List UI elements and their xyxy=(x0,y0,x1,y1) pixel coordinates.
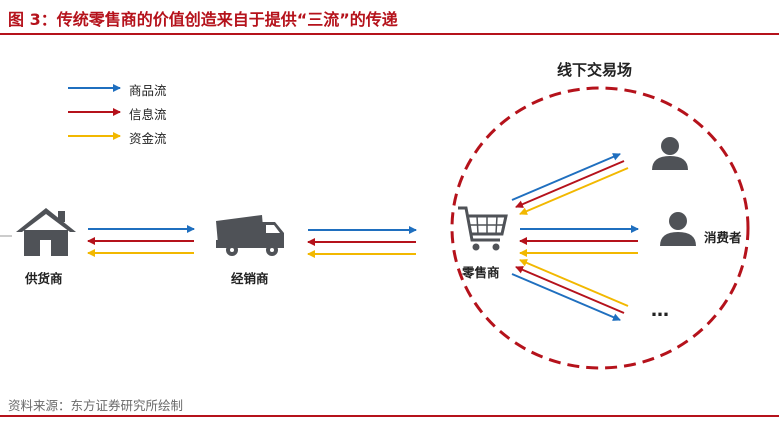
info-arrow-retailer-consumer-bottom xyxy=(515,266,625,314)
house-door xyxy=(40,240,51,256)
figure-title: 图 3：传统零售商的价值创造来自于提供“三流”的传递 xyxy=(8,10,398,29)
truck-window xyxy=(266,225,280,233)
offline-market-circle xyxy=(450,86,750,370)
cart-grid xyxy=(469,215,504,235)
money-arrow-retailer-consumer-bottom xyxy=(519,259,629,307)
bottom-divider xyxy=(0,415,779,417)
legend-label-goods: 商品流 xyxy=(129,83,167,98)
legend-label-money: 资金流 xyxy=(129,131,167,146)
truck-wheel-hub xyxy=(230,248,234,252)
consumer-label: 消费者 xyxy=(704,230,742,245)
cart-wheel xyxy=(492,243,500,251)
goods-arrow-retailer-consumer-top xyxy=(511,153,621,201)
truck-wheel-hub xyxy=(270,248,274,252)
shopping-cart-icon xyxy=(458,206,508,242)
info-arrow-retailer-consumer-top xyxy=(515,160,625,208)
money-arrow-retailer-consumer-top xyxy=(519,167,629,215)
more-consumers-ellipsis: … xyxy=(651,300,669,321)
legend-label-info: 信息流 xyxy=(129,107,167,122)
person-icon xyxy=(652,137,688,170)
offline-market-title: 线下交易场 xyxy=(557,61,633,79)
goods-arrow-retailer-consumer-bottom xyxy=(511,273,621,321)
cart-wheel xyxy=(472,243,480,251)
source-note: 资料来源：东方证券研究所绘制 xyxy=(8,398,184,413)
person-icon xyxy=(660,212,696,246)
distributor-label: 经销商 xyxy=(231,271,269,286)
title-divider xyxy=(0,33,779,35)
truck-icon xyxy=(216,215,284,256)
retailer-label: 零售商 xyxy=(462,265,500,280)
supplier-label: 供货商 xyxy=(25,271,63,286)
